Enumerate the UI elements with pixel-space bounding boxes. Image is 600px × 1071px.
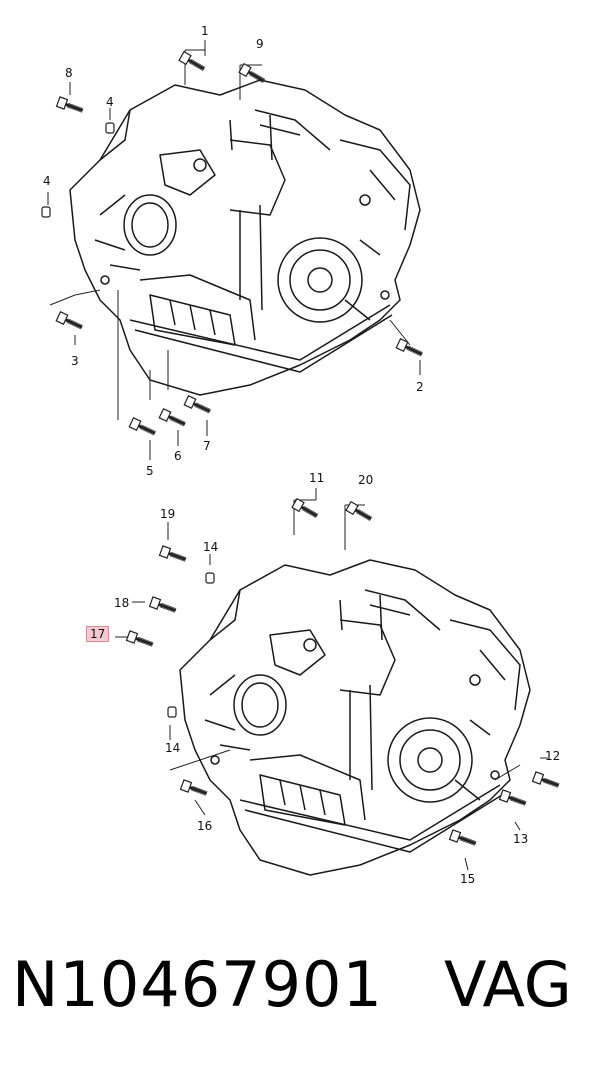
callout-15: 15: [460, 872, 476, 886]
exploded-transmission-diagram: [41, 40, 562, 876]
callout-4: 4: [106, 95, 114, 109]
callout-12: 12: [545, 749, 561, 763]
callout-16: 16: [197, 819, 213, 833]
part-number: N10467901: [12, 948, 383, 1021]
callout-19: 19: [160, 507, 176, 521]
callout-1: 1: [201, 24, 209, 38]
callout-18: 18: [114, 596, 130, 610]
callout-5: 5: [146, 464, 154, 478]
callout-17-highlighted: 17: [86, 626, 110, 642]
lower-transmission-view: [115, 488, 562, 876]
callout-3: 3: [71, 354, 79, 368]
callout-14: 14: [165, 741, 181, 755]
callout-4: 4: [43, 174, 51, 188]
callout-20: 20: [358, 473, 374, 487]
callout-7: 7: [203, 439, 211, 453]
callout-6: 6: [174, 449, 182, 463]
callout-11: 11: [309, 471, 325, 485]
brand-label: VAG: [444, 948, 572, 1021]
callout-9: 9: [256, 37, 264, 51]
callout-8: 8: [65, 66, 73, 80]
callout-13: 13: [513, 832, 529, 846]
callout-2: 2: [416, 380, 424, 394]
callout-14: 14: [203, 540, 219, 554]
upper-transmission-view: [41, 40, 426, 460]
